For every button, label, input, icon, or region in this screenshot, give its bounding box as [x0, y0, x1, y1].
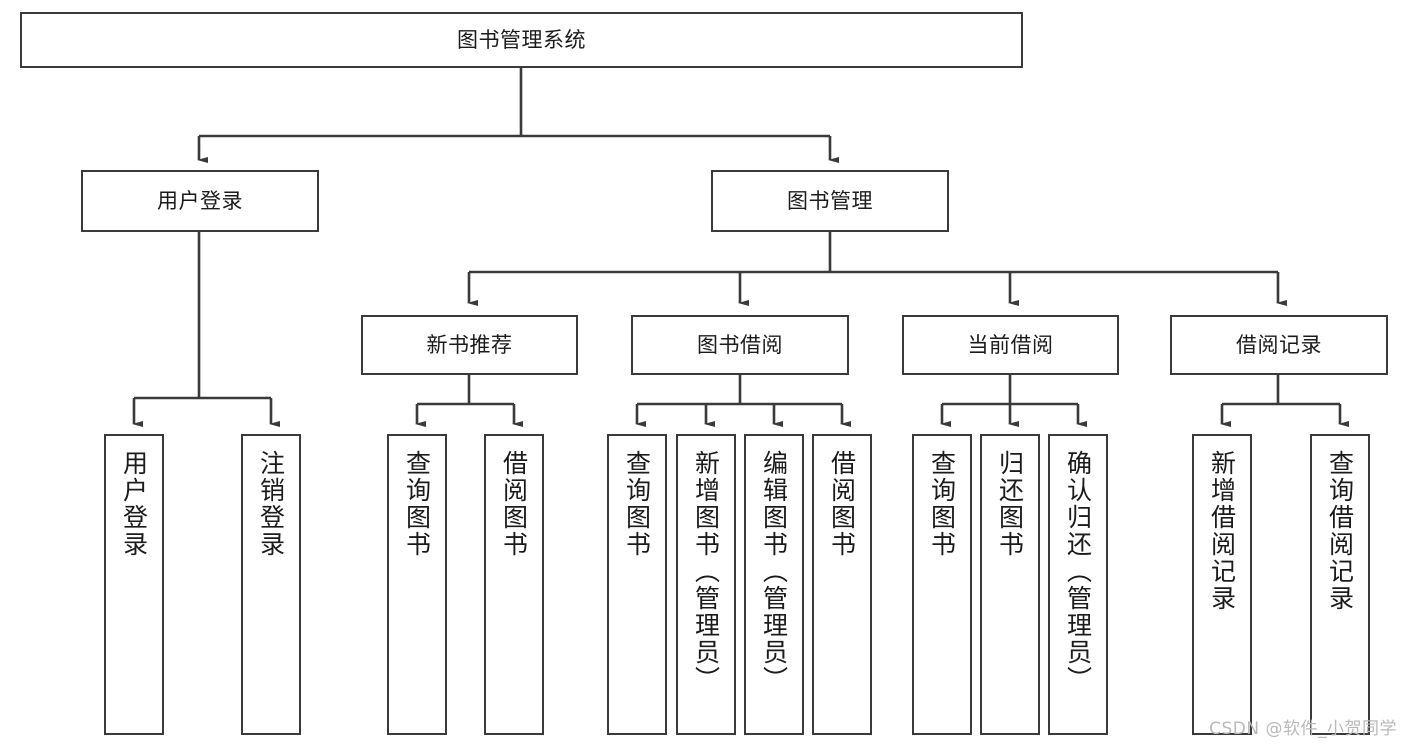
node-book-borrow[interactable]: 图书借阅 [631, 315, 849, 375]
node-new-book-recommend-label: 新书推荐 [426, 332, 513, 357]
leaf-borrow-add-book-label: 新增图书（管理员） [691, 450, 721, 693]
leaf-user-logout[interactable]: 注销登录 [241, 434, 301, 735]
leaf-records-add-record[interactable]: 新增借阅记录 [1192, 434, 1252, 735]
leaf-borrow-query-book-label: 查询图书 [622, 450, 652, 558]
leaf-borrow-edit-book-label: 编辑图书（管理员） [759, 450, 789, 693]
node-current-borrow-label: 当前借阅 [967, 332, 1054, 357]
node-user-login[interactable]: 用户登录 [81, 170, 319, 232]
leaf-newbook-query-book[interactable]: 查询图书 [387, 434, 447, 735]
leaf-current-confirm-return-label: 确认归还（管理员） [1063, 450, 1093, 693]
node-root[interactable]: 图书管理系统 [20, 12, 1023, 68]
leaf-current-query-book[interactable]: 查询图书 [912, 434, 972, 735]
node-current-borrow[interactable]: 当前借阅 [902, 315, 1119, 375]
leaf-borrow-borrow-book-label: 借阅图书 [827, 450, 857, 558]
leaf-current-return-book-label: 归还图书 [995, 450, 1025, 558]
leaf-newbook-borrow-book[interactable]: 借阅图书 [484, 434, 544, 735]
node-book-borrow-label: 图书借阅 [697, 332, 783, 357]
leaf-current-query-book-label: 查询图书 [927, 450, 957, 558]
node-root-label: 图书管理系统 [457, 27, 586, 52]
leaf-borrow-query-book[interactable]: 查询图书 [607, 434, 667, 735]
node-borrow-records-label: 借阅记录 [1236, 332, 1322, 357]
node-book-management-label: 图书管理 [787, 188, 873, 213]
leaf-records-query-record[interactable]: 查询借阅记录 [1310, 434, 1370, 735]
watermark: CSDN @软件_小贺同学 [1209, 719, 1397, 739]
leaf-records-add-record-label: 新增借阅记录 [1207, 450, 1237, 612]
node-user-login-label: 用户登录 [157, 188, 243, 213]
leaf-borrow-add-book[interactable]: 新增图书（管理员） [676, 434, 736, 735]
node-book-management[interactable]: 图书管理 [711, 170, 949, 232]
leaf-current-return-book[interactable]: 归还图书 [980, 434, 1040, 735]
leaf-newbook-query-book-label: 查询图书 [402, 450, 432, 558]
leaf-current-confirm-return[interactable]: 确认归还（管理员） [1048, 434, 1108, 735]
leaf-borrow-borrow-book[interactable]: 借阅图书 [812, 434, 872, 735]
leaf-borrow-edit-book[interactable]: 编辑图书（管理员） [744, 434, 804, 735]
leaf-records-query-record-label: 查询借阅记录 [1325, 450, 1355, 612]
leaf-user-login-label: 用户登录 [119, 450, 149, 558]
leaf-user-login[interactable]: 用户登录 [104, 434, 164, 735]
leaf-user-logout-label: 注销登录 [256, 450, 286, 558]
node-new-book-recommend[interactable]: 新书推荐 [361, 315, 578, 375]
node-borrow-records[interactable]: 借阅记录 [1170, 315, 1388, 375]
leaf-newbook-borrow-book-label: 借阅图书 [499, 450, 529, 558]
